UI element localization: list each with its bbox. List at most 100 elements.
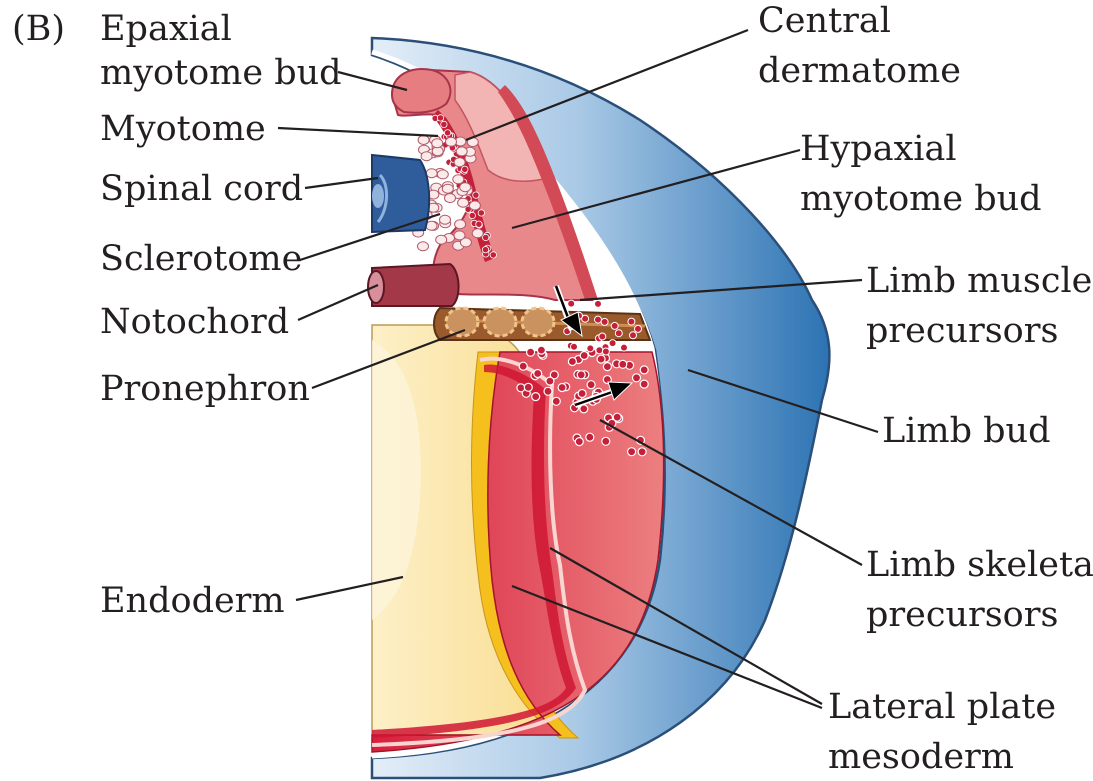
cell-dot	[602, 437, 610, 445]
cell-dot	[628, 318, 635, 325]
cell-dot	[441, 121, 447, 127]
label-epaxial-myotome-bud: Epaxial myotome bud	[100, 9, 342, 93]
cell-dot	[640, 366, 648, 374]
cell-dot	[597, 355, 605, 363]
cell-dot	[537, 346, 545, 354]
cell-dot	[519, 362, 527, 370]
label-limb-skeletal-line-1: Limb skeletal	[866, 545, 1093, 585]
cell-dot	[638, 448, 646, 456]
cell-dot	[527, 348, 535, 356]
sclerotome-cell	[460, 183, 471, 192]
label-central-line-1: Central	[758, 1, 891, 41]
label-limb-muscle-line-2: precursors	[866, 311, 1058, 351]
cell-dot	[490, 252, 496, 258]
sclerotome-cell	[418, 136, 429, 145]
cell-dot	[603, 363, 611, 371]
label-sclerotome: Sclerotome	[100, 239, 302, 279]
cell-dot	[568, 300, 575, 307]
cell-dot	[635, 325, 642, 332]
cell-dot	[577, 371, 585, 379]
cell-dot	[615, 330, 622, 337]
cell-dot	[476, 221, 482, 227]
sclerotome-cell	[440, 215, 451, 224]
label-pronephron: Pronephron	[100, 369, 310, 409]
label-limb-muscle-line-1: Limb muscle	[866, 261, 1092, 301]
notochord	[368, 264, 459, 306]
cell-dot	[611, 322, 618, 329]
cell-dot	[595, 316, 602, 323]
cell-dot	[595, 300, 602, 307]
cell-dot	[602, 348, 609, 355]
cell-dot	[599, 333, 606, 340]
sclerotome-cell	[454, 158, 465, 167]
label-central-line-2: dermatome	[758, 51, 961, 91]
cell-dot	[546, 377, 554, 385]
label-lateral-plate-mesoderm: Lateral plate mesoderm	[828, 687, 1067, 777]
label-epaxial-line-2: myotome bud	[100, 53, 342, 93]
cell-dot	[544, 387, 552, 395]
cell-dot	[462, 166, 468, 172]
label-limb-skeletal-line-2: precursors	[866, 595, 1058, 635]
cell-dot	[587, 345, 594, 352]
label-epaxial-line-1: Epaxial	[100, 9, 232, 49]
panel-label: (B)	[12, 9, 65, 49]
cell-dot	[444, 130, 450, 136]
cell-dot	[621, 344, 628, 351]
sclerotome-cell	[455, 220, 466, 229]
sclerotome-cell	[426, 169, 437, 178]
cell-dot	[633, 374, 641, 382]
sclerotome-cell	[436, 235, 447, 244]
sclerotome-cell	[472, 229, 483, 238]
sclerotome-cell	[456, 147, 467, 156]
label-hypaxial-myotome-bud: Hypaxial myotome bud	[800, 129, 1042, 219]
sclerotome-cell	[469, 201, 480, 210]
cell-dot	[630, 332, 637, 339]
sclerotome-cell	[454, 231, 465, 240]
leader-myotome	[278, 128, 438, 136]
cell-dot	[586, 433, 594, 441]
cell-dot	[575, 438, 583, 446]
sclerotome-cell	[432, 139, 443, 148]
sclerotome-cell	[418, 242, 429, 251]
label-hypaxial-line-2: myotome bud	[800, 179, 1042, 219]
label-limb-skeletal-precursors: Limb skeletal precursors	[866, 545, 1093, 635]
label-lateral-plate-line-1: Lateral plate	[828, 687, 1056, 727]
cell-dot	[580, 352, 588, 360]
sclerotome-cell	[453, 175, 464, 184]
cell-dot	[437, 115, 443, 121]
cell-dot	[524, 383, 532, 391]
cell-dot	[483, 234, 489, 240]
cell-dot	[601, 318, 608, 325]
label-spinal-cord: Spinal cord	[100, 169, 303, 209]
label-limb-bud: Limb bud	[882, 411, 1051, 451]
cell-dot	[640, 380, 648, 388]
cell-dot	[558, 384, 566, 392]
cell-dot	[534, 370, 542, 378]
sclerotome-cell	[442, 184, 453, 193]
label-notochord: Notochord	[100, 302, 289, 342]
cell-dot	[482, 247, 488, 253]
cell-dot	[587, 381, 595, 389]
cell-dot	[609, 340, 616, 347]
label-central-dermatome: Central dermatome	[758, 1, 961, 91]
cell-dot	[478, 210, 484, 216]
cell-dot	[473, 192, 479, 198]
label-myotome: Myotome	[100, 109, 266, 149]
cell-dot	[517, 384, 525, 392]
sclerotome-cell	[437, 170, 448, 179]
label-hypaxial-line-1: Hypaxial	[800, 129, 957, 169]
sclerotome-cell	[446, 137, 457, 146]
label-endoderm: Endoderm	[100, 581, 285, 621]
label-limb-muscle-precursors: Limb muscle precursors	[866, 261, 1093, 351]
cell-dot	[552, 397, 560, 405]
leader-spinal-cord	[305, 178, 378, 188]
cell-dot	[469, 212, 475, 218]
leader-notochord	[298, 285, 378, 320]
cell-dot	[532, 393, 540, 401]
cell-dot	[578, 390, 586, 398]
cell-dot	[628, 448, 636, 456]
cell-dot	[596, 347, 603, 354]
sclerotome-cell	[458, 198, 469, 207]
label-lateral-plate-line-2: mesoderm	[828, 737, 1014, 777]
